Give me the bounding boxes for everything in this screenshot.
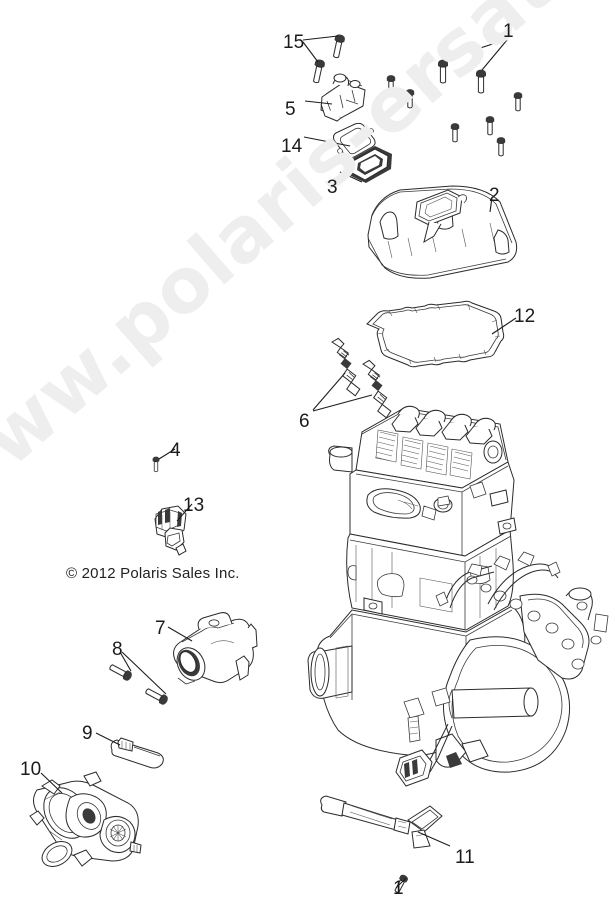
callout-2: 2: [489, 185, 500, 206]
callout-9: 9: [82, 723, 93, 744]
part-2-valve-cover: [367, 185, 518, 279]
callout-1-lower: 1: [393, 878, 404, 899]
callout-13: 13: [183, 495, 205, 516]
callout-1-upper: 1: [503, 21, 514, 42]
part-8-bolts: [107, 661, 170, 707]
callout-3: 3: [327, 177, 338, 198]
part-11-temperature-sensor: [320, 795, 443, 849]
callout-5: 5: [285, 99, 296, 120]
callout-7: 7: [155, 618, 166, 639]
part-5-pressure-sensor: [320, 73, 366, 122]
copyright-notice: © 2012 Polaris Sales Inc.: [66, 565, 240, 582]
callout-12: 12: [514, 306, 536, 327]
callout-10: 10: [20, 759, 42, 780]
part-14-gasket: [333, 122, 376, 159]
part-13-ignition-coil: [154, 505, 187, 556]
callout-14: 14: [281, 136, 303, 157]
part-3-sensor-cover: [349, 146, 392, 183]
callout-6: 6: [299, 411, 310, 432]
part-12-valve-cover-gasket: [366, 300, 505, 368]
part-10-throttle-body: [29, 771, 142, 867]
callout-4: 4: [170, 440, 181, 461]
part-7-intake-adapter: [173, 612, 258, 685]
callout-11: 11: [455, 847, 475, 868]
callout-15: 15: [283, 32, 305, 53]
engine-connector: [395, 749, 433, 787]
callout-8: 8: [112, 639, 123, 660]
engine-assembly: [307, 405, 609, 787]
part-9-hose-clamp: [110, 737, 164, 769]
part-4-screw: [152, 456, 160, 473]
part-1-bolts-upper: [386, 59, 523, 157]
